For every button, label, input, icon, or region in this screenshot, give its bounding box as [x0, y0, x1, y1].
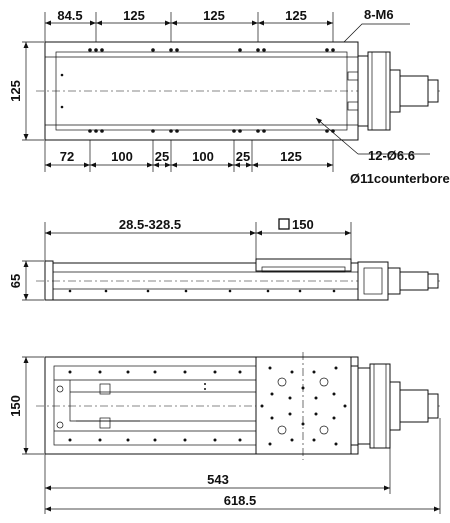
top-hole-row: [88, 48, 335, 52]
base-length-dim: 543: [207, 472, 229, 487]
bottom-dim-3: 25: [155, 149, 169, 164]
stroke-dim: 28.5-328.5: [119, 217, 181, 232]
top-height-dim: 125: [8, 80, 23, 102]
tap-callout: 8-M6: [364, 7, 394, 22]
square-symbol-icon: [278, 218, 290, 230]
total-length-dim: 618.5: [224, 493, 257, 508]
bottom-view: 150: [8, 352, 441, 514]
hole-callout: 12-Ø6.6: [368, 148, 415, 163]
top-dim-3: 125: [203, 8, 225, 23]
bottom-dim-5: 25: [236, 149, 250, 164]
side-height-dim: 65: [8, 274, 23, 288]
motor-assembly-bottom: [350, 363, 439, 449]
carriage-table: [255, 352, 352, 460]
table-size-dim: 150: [292, 217, 314, 232]
top-dim-1: 84.5: [57, 8, 82, 23]
side-view: 28.5-328.5 150 65: [8, 217, 440, 301]
motor-assembly-top: [357, 51, 439, 131]
bottom-height-dim: 150: [8, 395, 23, 417]
top-view: 84.5 125 125 125 8-M6 125: [8, 7, 450, 186]
top-dim-2: 125: [123, 8, 145, 23]
counterbore-callout: Ø11counterbore: [350, 171, 450, 186]
bottom-dim-6: 125: [280, 149, 302, 164]
bottom-dim-4: 100: [192, 149, 214, 164]
bottom-dim-2: 100: [111, 149, 133, 164]
top-dim-4: 125: [285, 8, 307, 23]
bottom-hole-row: [88, 129, 335, 133]
bottom-dim-1: 72: [60, 149, 74, 164]
motor-assembly-side: [357, 261, 439, 301]
